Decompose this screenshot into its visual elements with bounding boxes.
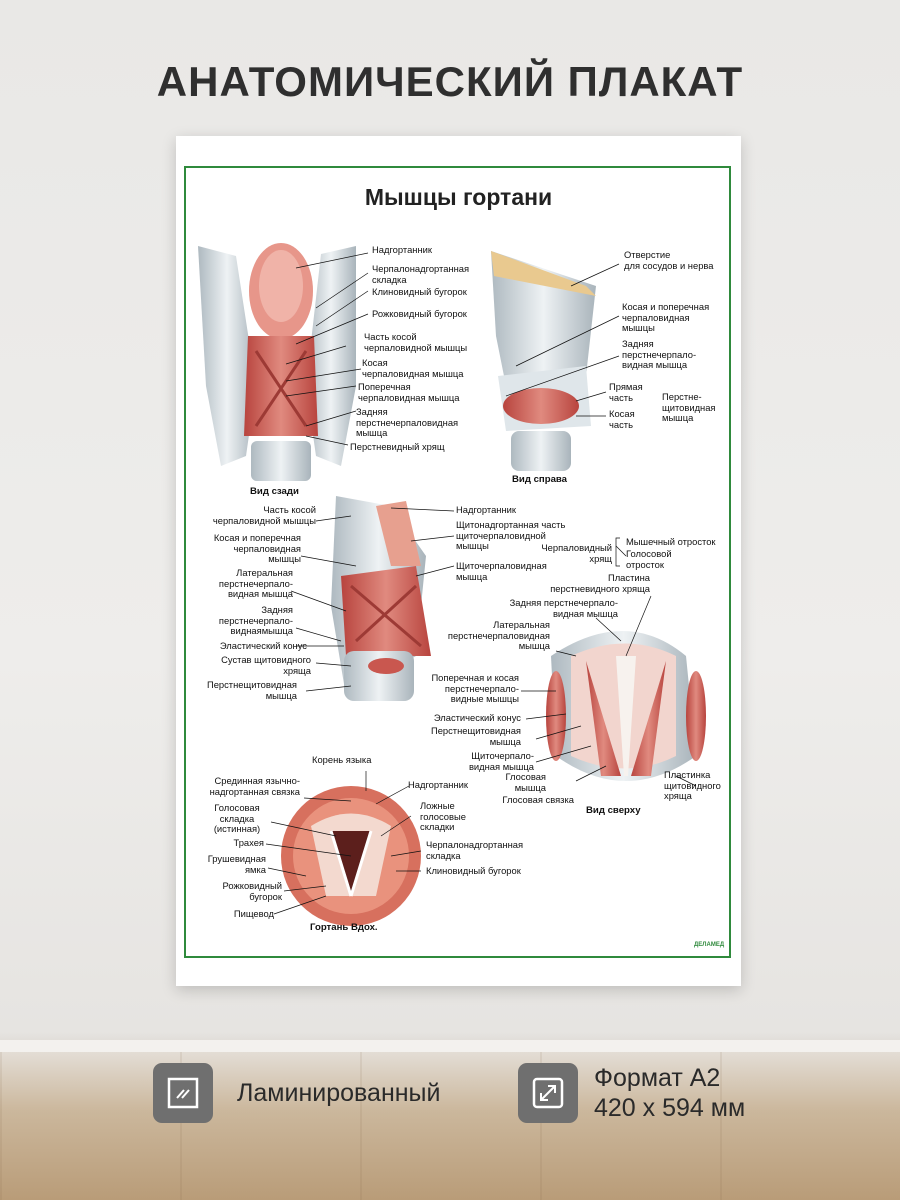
label-corniculate-tubercle: Рожковидный бугорок	[372, 308, 467, 319]
label-vocal-muscle: Глосовая мышца	[505, 771, 546, 793]
label-epiglottis-inhale: Надгортанник	[408, 779, 468, 790]
label-arytenoid-cartilage: Черпаловидный хрящ	[541, 542, 612, 564]
label-elastic-cone-top: Эластический конус	[433, 712, 521, 723]
poster-title: Мышцы гортани	[364, 184, 553, 210]
label-posterior-cricoarytenoid: Задняя перстнечерпаловидная мышца	[356, 406, 459, 439]
page-heading: АНАТОМИЧЕСКИЙ ПЛАКАТ	[156, 58, 744, 105]
label-transverse-arytenoid: Поперечная черпаловидная мышца	[358, 381, 460, 403]
label-corniculate-inhale: Рожковидный бугорок	[222, 880, 282, 902]
label-lateral-cricoarytenoid-top: Латеральная перстнечерпаловидная мышца	[447, 619, 550, 652]
label-cricothyroid-side: Перстнещитовидная мышца	[206, 679, 297, 701]
label-oblique-arytenoid-part-side: Часть косой черпаловидной мышцы	[212, 504, 316, 526]
label-posterior-cricoarytenoid-side: Задняя перстнечерпало- виднаямышца	[218, 604, 293, 637]
label-cricoid-cartilage: Перстневидный хрящ	[350, 441, 445, 452]
label-true-vocal-fold: Голосовая складка (истинная)	[213, 802, 261, 835]
label-cricothyroid-top: Перстнещитовидная мышца	[430, 725, 521, 747]
brand-logo: ДЕЛАМЕД	[694, 942, 725, 948]
label-thyroid-lamina: Пластинка щитовидного хряща	[664, 769, 721, 802]
label-piriform-fossa: Грушевидная ямка	[207, 853, 266, 875]
label-thyroarytenoid-top: Щиточерпало- видная мышца	[468, 750, 534, 772]
label-vessel-opening: Отверстие для сосудов и нерва	[624, 249, 714, 271]
feature-format-label: Формат А2 420 x 594 мм	[594, 1064, 746, 1122]
label-oblique-arytenoid: Косая черпаловидная мышца	[362, 357, 464, 379]
label-median-glossoepiglottic: Срединная язычно- надгортанная связка	[209, 775, 300, 797]
label-oblique-transverse-side: Косая и поперечная черпаловидная мышцы	[213, 532, 301, 565]
label-aryepiglottic-fold: Черпалонадгортанная складка	[372, 263, 470, 285]
label-thyroepiglottic-part: Щитонадгортанная часть щиточерпаловидной…	[456, 519, 566, 552]
feature-format: Формат А2 420 x 594 мм	[518, 1063, 745, 1123]
label-vocal-ligament: Глосовая связка	[502, 794, 574, 805]
label-posterior-cricoarytenoid-right: Задняя перстнечерпало- видная мышца	[622, 338, 697, 371]
leader-lines	[265, 252, 697, 915]
feature-laminated-label: Ламинированный	[237, 1079, 441, 1107]
wooden-floor	[0, 1052, 900, 1200]
larynx-top-view-illustration	[546, 631, 706, 781]
illustrations	[198, 243, 706, 926]
label-cricothyroid-right: Перстне- щитовидная мышца	[662, 391, 716, 424]
feature-laminated: Ламинированный	[153, 1063, 441, 1123]
label-posterior-cricoarytenoid-top: Задняя перстнечерпало- видная мышца	[509, 597, 618, 619]
label-vocal-process: Голосовой отросток	[626, 548, 672, 570]
anatomy-poster: Мышцы гортани	[176, 136, 741, 986]
label-oblique-arytenoid-part: Часть косой черпаловидной мышцы	[364, 331, 468, 353]
label-false-vocal-folds: Ложные голосовые складки	[420, 800, 466, 833]
label-transverse-oblique-top: Поперечная и косая перстнечерпало- видны…	[431, 672, 519, 705]
label-muscular-process: Мышечный отросток	[626, 536, 716, 547]
label-trachea: Трахея	[233, 837, 265, 848]
larynx-side-view-illustration	[331, 496, 431, 701]
caption-right-view: Вид справа	[512, 474, 568, 485]
label-epiglottis-side: Надгортанник	[456, 504, 516, 515]
label-cuneiform-inhale: Клиновидный бугорок	[426, 865, 521, 876]
baseboard	[0, 1040, 900, 1054]
label-straight-part: Прямая часть	[609, 381, 643, 403]
label-thyroid-joint: Сустав щитовидного хряща	[221, 654, 311, 676]
label-oblique-part: Косая часть	[609, 408, 635, 430]
label-esophagus: Пищевод	[233, 908, 274, 919]
label-aryepiglottic-fold-inhale: Черпалонадгортанная складка	[426, 839, 524, 861]
caption-top-view: Вид сверху	[586, 805, 641, 816]
label-epiglottis: Надгортанник	[372, 244, 432, 255]
caption-inhale-view: Гортань Вдох.	[310, 922, 378, 933]
poster-frame	[184, 166, 731, 958]
label-tongue-root: Корень языка	[312, 754, 372, 765]
label-elastic-cone-side: Эластический конус	[219, 640, 307, 651]
larynx-back-view-illustration	[198, 243, 356, 481]
caption-back-view: Вид сзади	[250, 486, 299, 497]
label-lateral-cricoarytenoid-side: Латеральная перстнечерпало- видная мышца	[218, 567, 293, 600]
laminate-icon	[153, 1063, 213, 1123]
label-thyroarytenoid-side: Щиточерпаловидная мышца	[456, 560, 547, 582]
resize-icon	[518, 1063, 578, 1123]
label-cricoid-lamina: Пластина перстневидного хряща	[550, 572, 650, 594]
label-cuneiform-tubercle: Клиновидный бугорок	[372, 286, 467, 297]
larynx-right-view-illustration	[491, 251, 596, 471]
label-oblique-transverse-arytenoid: Косая и поперечная черпаловидная мышцы	[622, 301, 710, 334]
